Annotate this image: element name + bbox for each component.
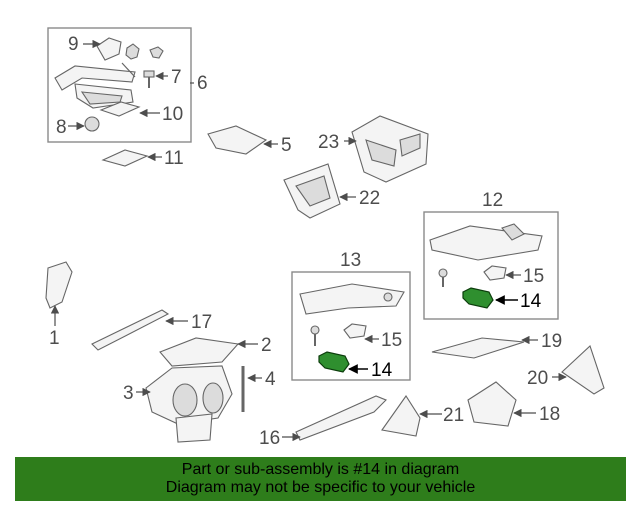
part-8-fastener — [84, 116, 100, 132]
callout-16: 16 — [259, 428, 280, 449]
part-23-bracket — [351, 115, 429, 183]
callout-2: 2 — [261, 335, 272, 356]
callout-23: 23 — [318, 132, 339, 153]
part-10-pad — [99, 101, 141, 117]
part-19-tray — [431, 337, 525, 359]
callout-20: 20 — [527, 368, 548, 389]
callout-18: 18 — [539, 404, 560, 425]
callout-9: 9 — [68, 34, 79, 55]
part-9-cover — [96, 37, 122, 61]
part-clip — [125, 43, 164, 60]
callout-14-a: 14 — [520, 291, 542, 312]
part-15-pad-a — [483, 265, 507, 281]
part-15-pad-b — [343, 323, 367, 339]
callout-22: 22 — [359, 188, 380, 209]
callout-6: 6 — [197, 73, 208, 94]
part-info-banner: Part or sub-assembly is #14 in diagram D… — [15, 457, 626, 501]
callout-3: 3 — [123, 383, 134, 404]
callout-4: 4 — [265, 369, 276, 390]
part-14-clip-b — [318, 351, 350, 373]
callout-11: 11 — [164, 148, 184, 169]
callout-17: 17 — [191, 312, 212, 333]
callout-7: 7 — [171, 67, 182, 88]
part-6-bin-assembly — [54, 62, 136, 109]
part-17-strip — [91, 309, 170, 351]
banner-line-1: Part or sub-assembly is #14 in diagram — [181, 461, 460, 478]
part-18-bracket — [467, 381, 517, 427]
banner-line-2: Diagram may not be specific to your vehi… — [165, 479, 476, 496]
callout-10: 10 — [162, 104, 183, 125]
part-13-plate — [299, 283, 405, 315]
callout-14-b: 14 — [371, 360, 393, 381]
callout-15-b: 15 — [381, 330, 402, 351]
part-7-screw — [143, 70, 155, 88]
part-screw-13 — [310, 325, 320, 346]
part-3-console — [145, 365, 233, 443]
callout-15-a: 15 — [523, 266, 544, 287]
part-2-lid — [159, 337, 240, 367]
group-box-12 — [423, 211, 559, 320]
part-16-trim — [295, 395, 387, 441]
part-21-panel — [381, 395, 421, 437]
part-22-panel — [283, 163, 341, 219]
part-12-plate — [429, 223, 543, 261]
callout-19: 19 — [541, 331, 562, 352]
part-14-clip-a — [462, 287, 494, 309]
part-20-trim — [561, 345, 605, 395]
callout-5: 5 — [281, 135, 292, 156]
part-1-trim — [45, 261, 73, 309]
callout-labels: 9 7 6 8 10 11 5 23 22 12 15 14 13 15 14 … — [49, 34, 562, 449]
group-box-6 — [47, 27, 192, 143]
callout-1: 1 — [49, 328, 60, 349]
part-screw-12 — [438, 268, 448, 287]
callout-21: 21 — [443, 405, 464, 426]
group-box-13 — [291, 271, 411, 381]
callout-8: 8 — [56, 117, 67, 138]
callout-13: 13 — [340, 250, 361, 271]
part-5-lid — [207, 125, 268, 155]
leader-lines — [50, 39, 567, 442]
part-11-pad — [101, 149, 149, 167]
callout-12: 12 — [482, 190, 503, 211]
